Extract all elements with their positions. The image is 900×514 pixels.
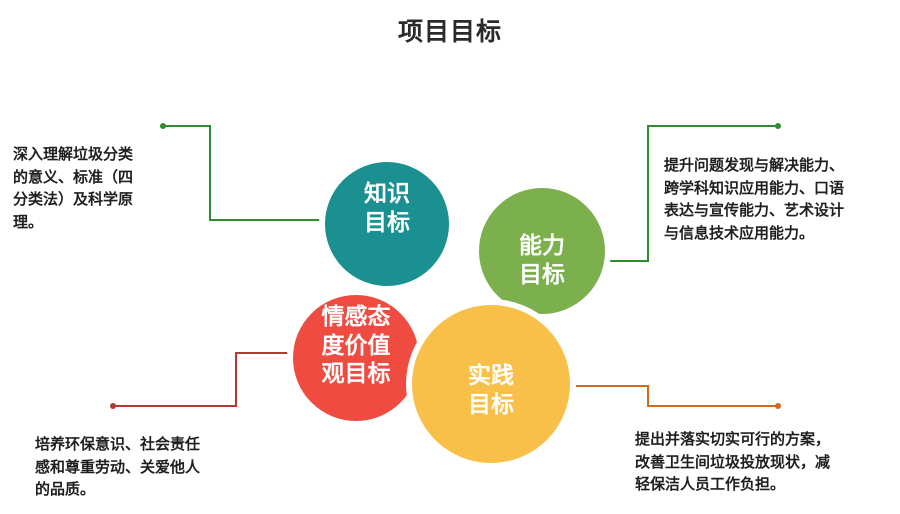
circle-label-values: 情感态 度价值 观目标	[303, 303, 409, 389]
connector-values-dot	[110, 403, 116, 409]
note-line: 改善卫生间垃圾投放现状，减	[635, 452, 831, 471]
page-title: 项目目标	[397, 17, 502, 46]
note-line: 理。	[13, 212, 44, 231]
circle-label-line: 目标	[364, 210, 410, 237]
note-line: 跨学科知识应用能力、口语	[664, 178, 845, 197]
note-line: 提升问题发现与解决能力、	[664, 156, 845, 174]
circle-practice	[406, 299, 576, 469]
circle-label-line: 实践	[468, 363, 514, 389]
connector-values	[113, 352, 292, 407]
circle-label-line: 观目标	[321, 361, 391, 388]
circle-label-practice: 实践 目标	[451, 362, 531, 421]
circle-label-line: 情感态	[321, 304, 391, 330]
note-line: 表达与宣传能力、艺术设计	[664, 201, 845, 219]
connector-practice	[574, 385, 778, 407]
circle-knowledge	[319, 156, 455, 292]
connector-practice-dot	[775, 403, 781, 409]
note-line: 提出并落实切实可行的方案，	[635, 430, 831, 448]
circle-label-knowledge: 知识 目标	[347, 180, 427, 239]
note-line: 与信息技术应用能力。	[664, 223, 815, 242]
note-values: 培养环保意识、社会责任 感和尊重劳动、关爱他人 的品质。	[35, 433, 200, 501]
circle-label-ability: 能力 目标	[502, 232, 582, 291]
note-practice: 提出并落实切实可行的方案， 改善卫生间垃圾投放现状，减 轻保洁人员工作负担。	[635, 428, 830, 496]
connector-knowledge	[163, 125, 330, 221]
connector-ability	[606, 125, 778, 262]
note-line: 深入理解垃圾分类	[13, 145, 134, 163]
connector-knowledge-dot	[160, 123, 166, 129]
note-line: 的品质。	[35, 480, 96, 498]
note-line: 的意义、标准（四	[13, 167, 134, 186]
circle-label-line: 目标	[519, 262, 565, 289]
note-ability: 提升问题发现与解决能力、 跨学科知识应用能力、口语 表达与宣传能力、艺术设计 与…	[664, 154, 844, 244]
note-line: 培养环保意识、社会责任	[35, 435, 201, 453]
note-knowledge: 深入理解垃圾分类 的意义、标准（四 分类法）及科学原 理。	[13, 143, 133, 233]
connector-ability-dot	[775, 123, 781, 129]
circle-label-line: 度价值	[321, 332, 391, 359]
note-line: 感和尊重劳动、关爱他人	[35, 457, 201, 476]
circle-label-line: 能力	[519, 233, 565, 259]
note-line: 轻保洁人员工作负担。	[635, 475, 786, 493]
circle-label-line: 目标	[468, 392, 514, 419]
circle-label-line: 知识	[364, 181, 410, 207]
note-line: 分类法）及科学原	[13, 190, 134, 208]
